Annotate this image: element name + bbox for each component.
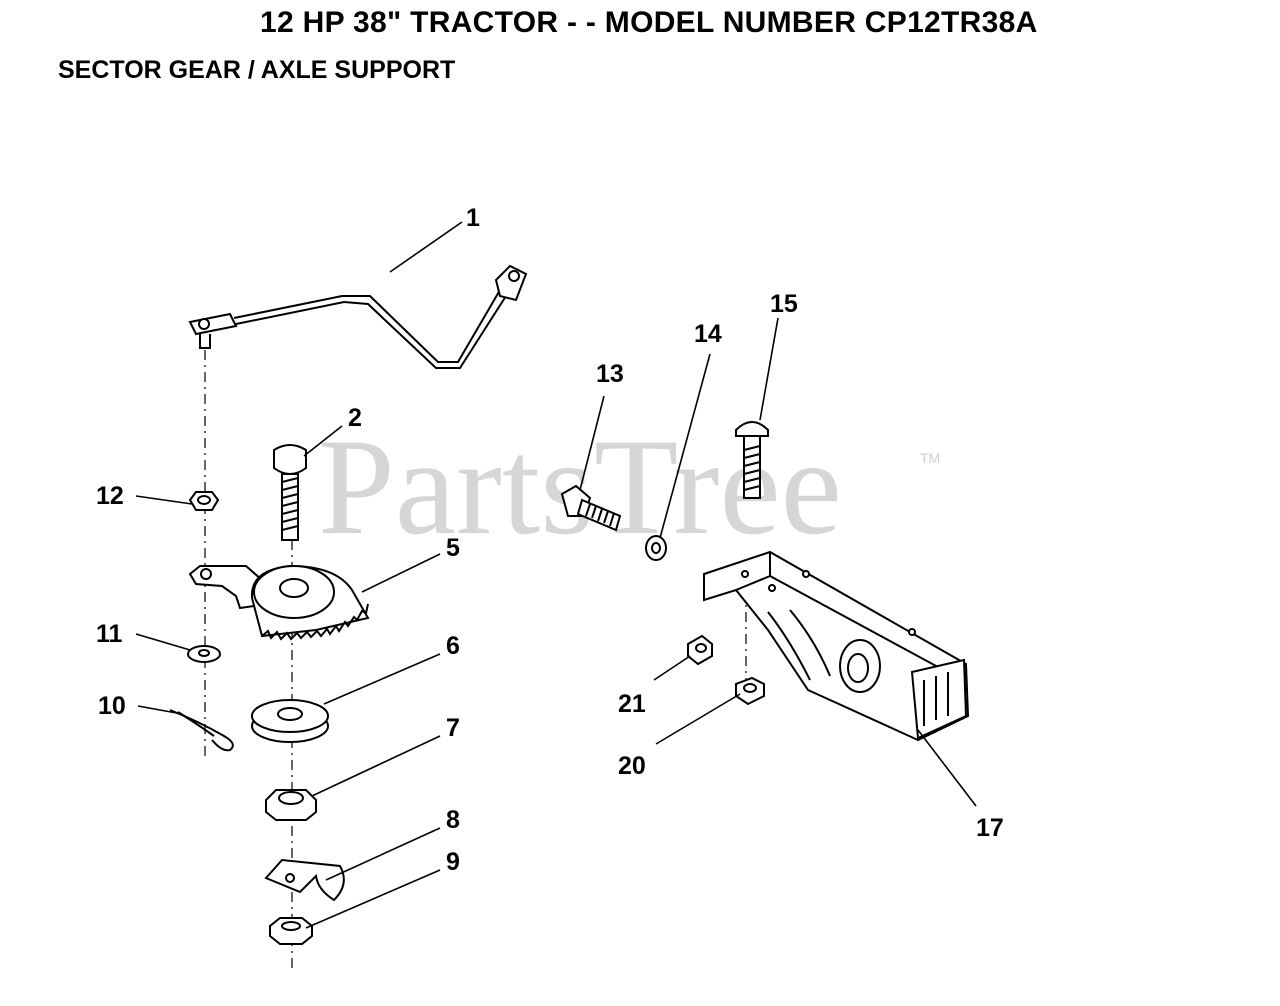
callout-9: 9 (446, 848, 460, 876)
callout-7: 7 (446, 714, 460, 742)
part-20-nut[interactable] (735, 676, 765, 706)
leader-1 (389, 221, 463, 273)
leader-12 (135, 495, 193, 505)
part-6-spacer[interactable] (251, 699, 329, 743)
leader-21 (653, 655, 691, 681)
leader-6 (323, 653, 441, 705)
callout-21: 21 (618, 690, 646, 718)
part-9-hex-nut[interactable] (269, 917, 313, 945)
part-13-bolt[interactable] (560, 484, 622, 532)
leader-7 (311, 735, 441, 797)
leader-11 (135, 633, 191, 651)
leader-14 (659, 353, 711, 539)
callout-6: 6 (446, 632, 460, 660)
leader-20 (655, 693, 741, 745)
callout-10: 10 (98, 692, 126, 720)
part-1-drag-link[interactable] (188, 264, 528, 369)
part-21-nut[interactable] (687, 634, 713, 666)
diagram-subtitle: SECTOR GEAR / AXLE SUPPORT (58, 56, 456, 84)
leader-15 (759, 317, 779, 421)
leader-8 (325, 827, 441, 881)
leader-13 (579, 395, 605, 491)
watermark-trademark: TM (920, 450, 941, 466)
callout-12: 12 (96, 482, 124, 510)
part-10-cotter-pin[interactable] (169, 709, 234, 752)
part-11-washer[interactable] (187, 645, 221, 663)
part-15-carriage-bolt[interactable] (735, 421, 769, 499)
part-8-clip[interactable] (264, 858, 345, 902)
callout-14: 14 (694, 320, 722, 348)
callout-15: 15 (770, 290, 798, 318)
part-17-axle-support[interactable] (703, 550, 970, 742)
part-5-sector-gear[interactable] (188, 564, 370, 641)
leader-10 (137, 705, 183, 715)
callout-20: 20 (618, 752, 646, 780)
leader-17 (917, 729, 977, 807)
part-14-washer[interactable] (645, 535, 667, 561)
callout-13: 13 (596, 360, 624, 388)
part-2-hex-bolt[interactable] (273, 444, 307, 541)
callout-5: 5 (446, 534, 460, 562)
callout-11: 11 (96, 620, 123, 648)
callout-1: 1 (466, 204, 480, 232)
leader-9 (305, 869, 441, 929)
leader-2 (303, 425, 343, 457)
part-7-hex-nut[interactable] (265, 789, 317, 821)
callout-17: 17 (976, 814, 1004, 842)
leader-5 (361, 553, 441, 593)
diagram-title: 12 HP 38" TRACTOR - - MODEL NUMBER CP12T… (260, 6, 1038, 39)
callout-8: 8 (446, 806, 460, 834)
part-12-nut[interactable] (188, 491, 220, 511)
callout-2: 2 (348, 404, 362, 432)
